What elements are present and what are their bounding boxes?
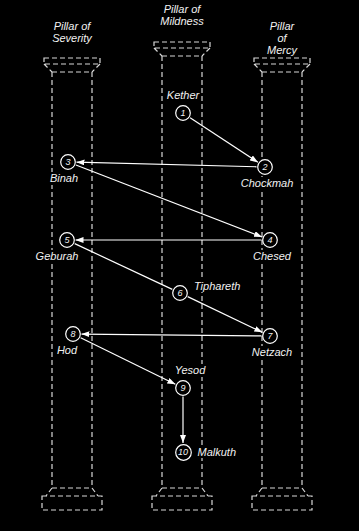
sephirah-circle: 6Tiphareth	[172, 285, 188, 301]
sephirah-number: 9	[180, 384, 185, 393]
sephirah-name: Kether	[165, 89, 201, 102]
sephirah-number: 4	[267, 236, 272, 245]
pillar-plinth	[42, 496, 102, 510]
circle-shape	[263, 329, 278, 344]
sephirah-name: Chockmah	[239, 177, 296, 190]
sephirah-circle: 7Netzach	[262, 328, 278, 344]
pillar-shaft	[162, 56, 202, 488]
flow-arrow	[82, 334, 262, 336]
sephirah-number: 8	[70, 330, 75, 339]
sephirah-number: 3	[65, 158, 70, 167]
sephirah-circle: 1Kether	[175, 105, 191, 121]
flow-arrow	[182, 397, 183, 444]
circle-shape	[60, 233, 75, 248]
flow-arrow	[76, 162, 256, 167]
circle-shape	[176, 381, 191, 396]
sephirah-number: 2	[262, 163, 267, 172]
sephirah-name: Binah	[48, 172, 80, 185]
sephirah-circle: 2Chockmah	[257, 159, 273, 175]
sephirah-name: Geburah	[34, 250, 81, 263]
sephirah-circle: 3Binah	[60, 154, 76, 170]
pillar-capital	[44, 58, 100, 72]
pillar-plinth	[252, 496, 312, 510]
pillar-title: Pillar of Mildness	[160, 3, 203, 27]
sephirah-number: 6	[177, 289, 182, 298]
sephirah-number: 10	[178, 448, 188, 457]
sephirah-number: 1	[180, 109, 185, 118]
pillar-shaft	[262, 72, 302, 488]
pillar-base	[156, 488, 208, 496]
circle-shape	[263, 233, 278, 248]
sephirah-circle: 8Hod	[65, 326, 81, 342]
sephirah-name: Tiphareth	[192, 280, 242, 293]
pillar-capital	[254, 58, 310, 72]
circle-shape	[61, 155, 76, 170]
sephirah-name: Yesod	[173, 364, 208, 377]
sephirah-circle: 4Chesed	[262, 232, 278, 248]
sephirah-name: Chesed	[251, 250, 293, 263]
sephirah-name: Hod	[55, 344, 79, 357]
sephirah-name: Netzach	[250, 346, 294, 359]
sephirah-number: 5	[64, 236, 69, 245]
pillar-plinth	[152, 496, 212, 510]
circle-shape	[175, 444, 191, 460]
pillar-base	[256, 488, 308, 496]
pillar-shaft	[52, 72, 92, 488]
pillar-base	[46, 488, 98, 496]
flow-arrow	[81, 338, 176, 385]
sephirah-circle: 9Yesod	[175, 380, 191, 396]
sephirah-circle: 5Geburah	[59, 232, 75, 248]
flow-arrow	[76, 165, 262, 237]
flow-arrow	[188, 297, 263, 333]
pillar-title: Pillar of Severity	[52, 20, 92, 44]
sephirah-name: Malkuth	[196, 446, 239, 459]
flow-arrow	[76, 239, 262, 240]
flow-arrow	[75, 244, 173, 290]
sephirah-circle: 10Malkuth	[175, 444, 192, 461]
circle-shape	[176, 106, 191, 121]
circle-shape	[66, 327, 81, 342]
circle-shape	[258, 160, 273, 175]
pillar-capital	[154, 42, 210, 56]
pillar-title: Pillar of Mercy	[267, 20, 297, 56]
flow-arrow	[190, 118, 258, 163]
sephirah-number: 7	[267, 332, 272, 341]
circle-shape	[173, 286, 188, 301]
